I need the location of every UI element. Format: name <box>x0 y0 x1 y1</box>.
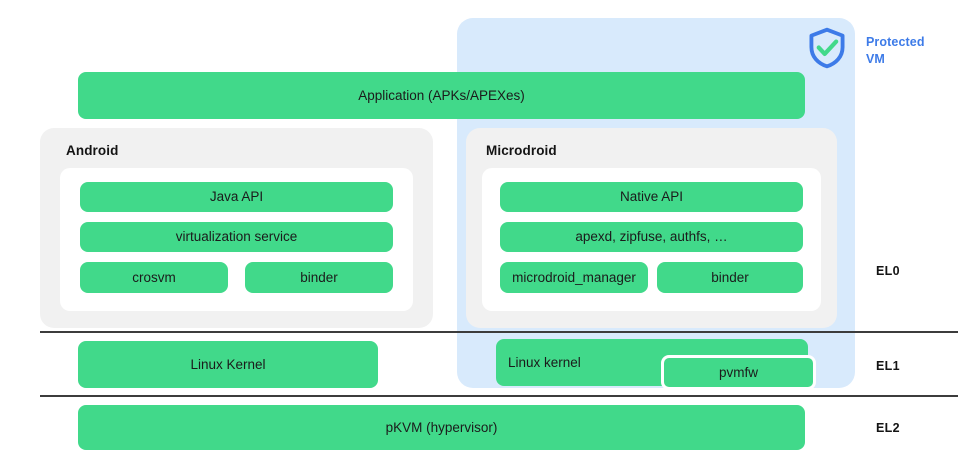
protected-vm-label-line2: VM <box>866 51 885 66</box>
microdroid-box-daemons: apexd, zipfuse, authfs, … <box>500 222 803 252</box>
microdroid-box-native-api: Native API <box>500 182 803 212</box>
microdroid-panel: Microdroid Native API apexd, zipfuse, au… <box>466 128 837 328</box>
android-panel-title: Android <box>66 143 119 158</box>
microdroid-panel-title: Microdroid <box>486 143 557 158</box>
android-box-virtualization-service-label: virtualization service <box>175 229 298 245</box>
android-box-java-api: Java API <box>80 182 393 212</box>
protected-vm-label: Protected VM <box>866 34 952 68</box>
divider-el1-el2 <box>40 395 958 397</box>
android-box-binder-label: binder <box>300 269 338 285</box>
host-linux-kernel-box: Linux Kernel <box>78 341 378 388</box>
android-box-virtualization-service: virtualization service <box>80 222 393 252</box>
exception-level-el1: EL1 <box>876 359 900 373</box>
divider-el0-el1 <box>40 331 958 333</box>
android-panel: Android Java API virtualization service … <box>40 128 433 328</box>
hypervisor-label: pKVM (hypervisor) <box>385 419 498 435</box>
microdroid-box-binder: binder <box>657 262 803 293</box>
exception-level-el0: EL0 <box>876 264 900 278</box>
protected-vm-label-line1: Protected <box>866 35 925 49</box>
android-box-crosvm: crosvm <box>80 262 228 293</box>
microdroid-box-daemons-label: apexd, zipfuse, authfs, … <box>575 229 728 245</box>
microdroid-box-microdroid-manager: microdroid_manager <box>500 262 648 293</box>
application-box: Application (APKs/APEXes) <box>78 72 805 119</box>
android-box-binder: binder <box>245 262 393 293</box>
android-box-java-api-label: Java API <box>209 189 264 205</box>
microdroid-box-microdroid-manager-label: microdroid_manager <box>512 269 636 285</box>
microdroid-box-binder-label: binder <box>711 269 749 285</box>
exception-level-el2: EL2 <box>876 421 900 435</box>
hypervisor-box: pKVM (hypervisor) <box>78 405 805 450</box>
pvmfw-label: pvmfw <box>718 364 758 380</box>
shield-check-icon <box>805 26 849 70</box>
microdroid-inner-panel: Native API apexd, zipfuse, authfs, … mic… <box>482 168 821 311</box>
microdroid-box-native-api-label: Native API <box>619 189 684 205</box>
pvmfw-box: pvmfw <box>661 355 816 390</box>
application-label: Application (APKs/APEXes) <box>358 87 525 103</box>
android-inner-panel: Java API virtualization service crosvm b… <box>60 168 413 311</box>
android-box-crosvm-label: crosvm <box>132 269 176 285</box>
guest-linux-kernel-label: Linux kernel <box>508 354 581 370</box>
host-linux-kernel-label: Linux Kernel <box>190 356 266 372</box>
